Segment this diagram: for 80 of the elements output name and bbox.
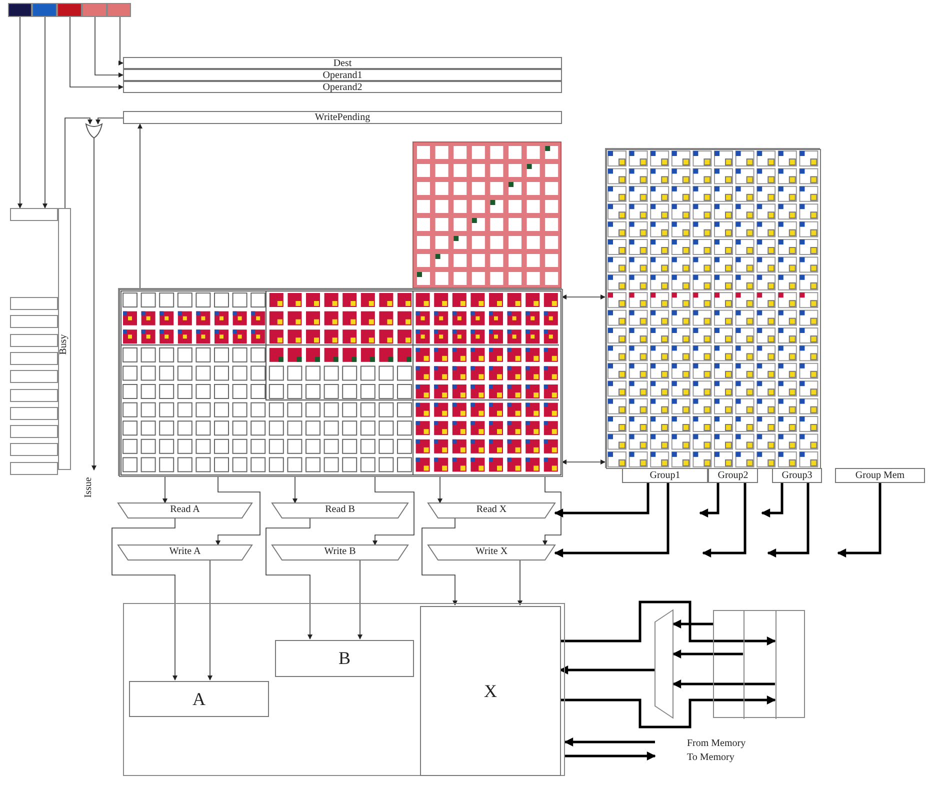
color-cell bbox=[82, 3, 107, 17]
arrow bbox=[554, 483, 650, 518]
busy-label: Busy bbox=[58, 334, 69, 355]
memory-label: From Memory bbox=[687, 738, 746, 749]
arrow bbox=[42, 16, 48, 208]
register-box: A bbox=[129, 681, 269, 717]
state-box bbox=[10, 297, 58, 310]
port-label: Write X bbox=[475, 546, 508, 557]
arrow bbox=[112, 518, 178, 680]
arrow bbox=[266, 518, 312, 640]
arrow bbox=[761, 483, 784, 518]
state-box bbox=[10, 407, 58, 420]
arrow bbox=[162, 476, 168, 504]
state-box bbox=[10, 208, 58, 221]
arrow bbox=[672, 620, 713, 628]
state-box bbox=[10, 462, 58, 475]
field-box: Operand2 bbox=[123, 81, 562, 93]
arrow bbox=[562, 460, 606, 464]
state-box bbox=[10, 443, 58, 456]
arrow bbox=[372, 476, 414, 546]
arrow bbox=[208, 560, 212, 680]
field-box: WritePending bbox=[123, 111, 562, 124]
port-label: Read B bbox=[325, 504, 355, 515]
arrow bbox=[837, 483, 882, 558]
arrow bbox=[64, 118, 92, 208]
buffer-box bbox=[713, 610, 805, 718]
arrow bbox=[767, 483, 810, 558]
field-box: Dest bbox=[123, 57, 562, 69]
arrow bbox=[565, 752, 656, 760]
port-label: Write A bbox=[169, 546, 201, 557]
register-box: B bbox=[275, 640, 414, 677]
busy-bar bbox=[58, 208, 71, 470]
arrow bbox=[518, 560, 522, 606]
state-box bbox=[10, 352, 58, 365]
arrow bbox=[216, 476, 260, 546]
field-box: Operand1 bbox=[123, 69, 562, 81]
arrow bbox=[96, 118, 124, 124]
arrow bbox=[542, 476, 562, 546]
datapath-box bbox=[123, 603, 565, 776]
memory-label: To Memory bbox=[687, 752, 734, 763]
arrow bbox=[18, 16, 22, 208]
group-grid bbox=[605, 148, 820, 468]
arrow bbox=[118, 16, 124, 66]
arrow bbox=[138, 124, 142, 288]
arrow bbox=[358, 560, 362, 640]
arrow bbox=[564, 738, 655, 746]
arrow bbox=[292, 476, 298, 504]
state-box bbox=[10, 334, 58, 347]
arrow bbox=[560, 696, 776, 728]
arrow bbox=[672, 680, 775, 688]
port-label: Write B bbox=[324, 546, 356, 557]
state-box bbox=[10, 370, 58, 383]
group-box: Group1 bbox=[622, 468, 708, 483]
color-cell bbox=[32, 3, 57, 17]
port-label: Read X bbox=[476, 504, 507, 515]
arrow bbox=[562, 294, 606, 300]
arrow bbox=[560, 600, 776, 646]
group-box: Group2 bbox=[708, 468, 758, 483]
arrow bbox=[422, 518, 458, 606]
group-box: Group Mem bbox=[835, 468, 925, 483]
register-file-grid bbox=[118, 288, 562, 476]
signal-label: Issue bbox=[82, 477, 94, 498]
arrow bbox=[702, 483, 746, 558]
register-box: X bbox=[420, 606, 561, 776]
color-cell bbox=[8, 3, 32, 17]
port-label: Read A bbox=[170, 504, 200, 515]
arrow bbox=[554, 483, 670, 558]
arrow bbox=[92, 138, 96, 470]
arrow bbox=[559, 666, 655, 674]
color-cell bbox=[57, 3, 82, 17]
arrow bbox=[672, 650, 743, 658]
arrow bbox=[94, 16, 124, 78]
state-box bbox=[10, 425, 58, 438]
group-box: Group3 bbox=[772, 468, 822, 483]
arrow bbox=[438, 476, 442, 504]
color-cell bbox=[107, 3, 131, 17]
arrow bbox=[70, 16, 124, 90]
state-box bbox=[10, 315, 58, 328]
arrow bbox=[699, 483, 720, 518]
state-box bbox=[10, 389, 58, 402]
